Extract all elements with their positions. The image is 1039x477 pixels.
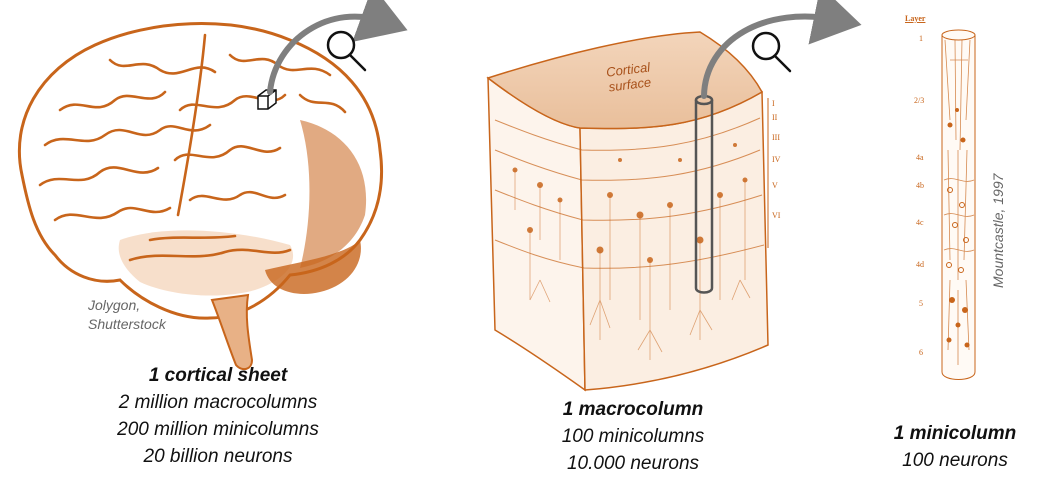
caption-title: 1 cortical sheet — [98, 362, 338, 389]
layer-label: IV — [772, 154, 780, 166]
layer-label: III — [772, 132, 780, 144]
layer-label: 5 — [919, 299, 923, 309]
brain-illustration — [19, 24, 381, 370]
credit-line: Shutterstock — [88, 315, 166, 334]
caption-line: 20 billion neurons — [98, 443, 338, 470]
caption-title: 1 minicolumn — [870, 420, 1039, 447]
caption-line: 200 million minicolumns — [98, 416, 338, 443]
layer-label: V — [772, 180, 778, 192]
credit-line: Jolygon, — [88, 296, 166, 315]
layer-label: 4d — [916, 260, 924, 270]
layer-label: 4a — [916, 153, 924, 163]
minicolumn-illustration — [942, 30, 975, 380]
caption-title: 1 macrocolumn — [528, 396, 738, 423]
layer-label: 4c — [916, 218, 924, 228]
layer-label: 6 — [919, 348, 923, 358]
minicolumn-caption: 1 minicolumn 100 neurons — [870, 420, 1039, 474]
magnifier-icon — [753, 33, 790, 71]
caption-line: 100 minicolumns — [528, 423, 738, 450]
layer-label: 2/3 — [914, 96, 924, 106]
layer-label: II — [772, 112, 777, 124]
layer-label: I — [772, 98, 775, 110]
layer-label: 1 — [919, 34, 923, 44]
layer-label: VI — [772, 210, 780, 222]
layer-label: 4b — [916, 181, 924, 191]
caption-line: 100 neurons — [870, 447, 1039, 474]
credit-text: Mountcastle, 1997 — [990, 174, 1006, 288]
brain-image-credit: Jolygon, Shutterstock — [88, 296, 166, 334]
layer-header: Layer — [905, 14, 925, 24]
macrocolumn-caption: 1 macrocolumn 100 minicolumns 10.000 neu… — [528, 396, 738, 477]
brain-caption: 1 cortical sheet 2 million macrocolumns … — [98, 362, 338, 470]
caption-line: 10.000 neurons — [528, 450, 738, 477]
caption-line: 2 million macrocolumns — [98, 389, 338, 416]
